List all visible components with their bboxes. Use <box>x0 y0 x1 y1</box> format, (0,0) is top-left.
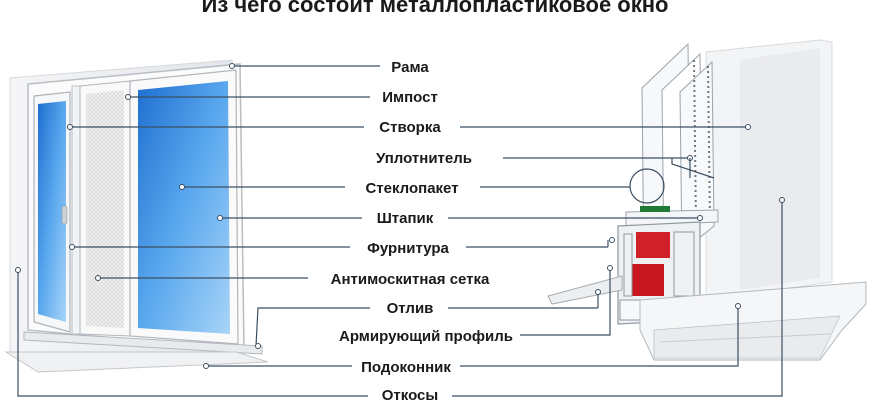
label-reinforcement: Армирующий профиль <box>339 328 513 345</box>
drip-sill <box>23 331 263 355</box>
reinforcement-lower <box>632 264 664 296</box>
label-frame: Рама <box>391 59 429 76</box>
label-glass-unit: Стеклопакет <box>365 180 458 197</box>
section-reveal <box>740 48 820 290</box>
mosquito-net <box>86 90 124 328</box>
open-sash-glass <box>38 101 66 322</box>
label-impost: Импост <box>382 89 438 106</box>
handle-icon <box>61 205 68 225</box>
label-seal: Уплотнитель <box>376 150 472 167</box>
labels: Рама Импост Створка Уплотнитель Стеклопа… <box>331 59 513 400</box>
leader-lines <box>15 63 785 397</box>
section-drip <box>547 275 623 305</box>
profile-section-view <box>547 39 867 361</box>
reinforcement-upper <box>636 232 670 258</box>
right-sash-glass <box>138 81 230 334</box>
label-fittings: Фурнитура <box>367 240 449 257</box>
diagram-title: Из чего состоит металлопластиковое окно <box>202 0 669 17</box>
label-mosquito-net: Антимоскитная сетка <box>331 271 490 288</box>
windowsill <box>4 351 269 373</box>
label-glazing-bead: Штапик <box>377 210 434 227</box>
pane-3 <box>679 60 715 254</box>
label-reveals: Откосы <box>382 387 438 400</box>
label-windowsill: Подоконник <box>361 359 451 376</box>
seal <box>640 206 670 212</box>
label-drip: Отлив <box>387 300 434 317</box>
zoom-circle <box>629 168 665 204</box>
label-sash: Створка <box>379 119 441 136</box>
window-front-view <box>4 59 269 373</box>
impost <box>71 85 81 335</box>
